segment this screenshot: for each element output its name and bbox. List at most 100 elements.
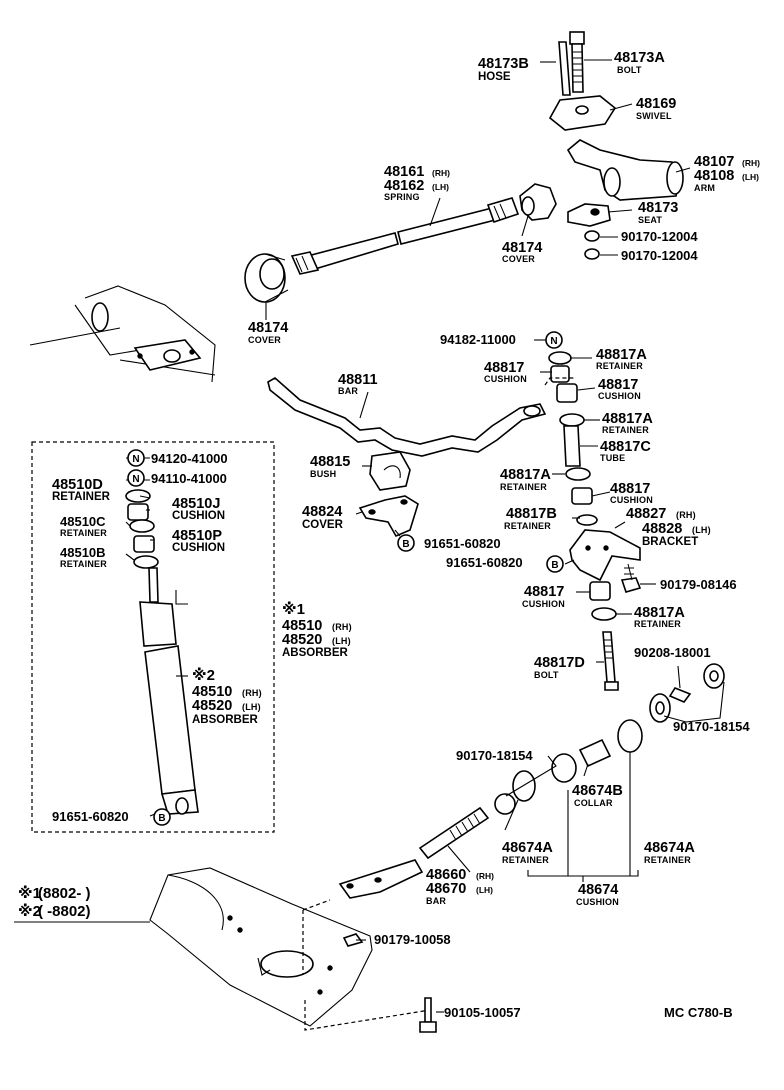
- part-48817d-number: 48817D: [534, 655, 585, 671]
- cushion-group-line: [527, 752, 639, 882]
- part-91651-b1: 91651-60820: [424, 536, 501, 551]
- b-badge-2-text: B: [551, 560, 558, 571]
- part-48108-suffix: (LH): [742, 172, 759, 182]
- part-48173-name: SEAT: [638, 215, 662, 225]
- cover-top-drawing: [519, 183, 557, 221]
- strut-bar-drawing: [338, 806, 490, 899]
- part-90170-18154-b: 90170-18154: [673, 719, 750, 734]
- lower-cushions-drawing: [494, 693, 671, 815]
- bolt-90105-drawing: [419, 997, 437, 1033]
- part-48817c-name: TUBE: [600, 453, 625, 463]
- bush-drawing: [369, 451, 411, 491]
- part-48173-number: 48173: [638, 200, 678, 216]
- part-48674a-left-name: RETAINER: [502, 855, 549, 865]
- n-badge-94182: [545, 331, 563, 349]
- arm-drawing: [566, 139, 684, 201]
- part-94110-number: 94110-41000: [151, 471, 227, 486]
- part-48824-name: COVER: [302, 519, 344, 531]
- part-48173a-number: 48173A: [614, 50, 665, 66]
- part-48674a-left-number: 48674A: [502, 840, 553, 856]
- absorber-1-suffix2: (LH): [332, 636, 351, 646]
- nut-90179-08146-drawing: [620, 563, 642, 593]
- n-badge-94110-text: N: [132, 474, 139, 485]
- part-48817b-name: RETAINER: [504, 521, 551, 531]
- part-48108-number: 48108: [694, 168, 734, 184]
- part-48817c-number: 48817C: [600, 439, 651, 455]
- part-48107-name: ARM: [694, 183, 715, 193]
- part-48827-name: BRACKET: [642, 536, 698, 548]
- part-48815-name: BUSH: [310, 469, 336, 479]
- part-48817a-1-name: RETAINER: [596, 361, 643, 371]
- part-48817-4-number: 48817: [524, 584, 564, 600]
- part-48510p-number: 48510P: [172, 528, 222, 544]
- n-badge-94120: [127, 449, 145, 467]
- part-94120-number: 94120-41000: [151, 451, 228, 466]
- part-48674a-right-number: 48674A: [644, 840, 695, 856]
- part-48173b-number: 48173B: [478, 56, 529, 72]
- part-48660-suffix: (RH): [476, 871, 494, 881]
- note-1-range: (8802- ): [38, 885, 91, 902]
- part-90170-18154-a: 90170-18154: [456, 748, 533, 763]
- absorber-1-suffix: (RH): [332, 622, 352, 632]
- n-badge-94110: [127, 469, 145, 487]
- absorber-2-number: 48510: [192, 684, 232, 700]
- part-48107-suffix: (RH): [742, 158, 760, 168]
- swivel-drawing: [548, 95, 617, 131]
- part-48660-name: BAR: [426, 896, 446, 906]
- part-48674-name: CUSHION: [576, 897, 619, 907]
- part-48174-left-name: COVER: [248, 335, 281, 345]
- part-48811-name: BAR: [338, 386, 358, 396]
- part-90105: 90105-10057: [444, 1005, 521, 1020]
- part-48510p-name: CUSHION: [172, 542, 225, 554]
- nut-90170-12004-drawings: [584, 230, 600, 260]
- link-stack-drawing: [544, 351, 598, 526]
- note-1-mark: ※1: [18, 884, 41, 902]
- part-48824-number: 48824: [302, 504, 342, 520]
- part-48510b-number: 48510B: [60, 545, 106, 560]
- part-48817b-number: 48817B: [506, 506, 557, 522]
- part-48161-name: SPRING: [384, 192, 420, 202]
- part-48817a-4-number: 48817A: [634, 605, 685, 621]
- hose-drawing: [558, 41, 571, 96]
- stabilizer-bar-drawing: [267, 377, 547, 457]
- part-48815-number: 48815: [310, 454, 350, 470]
- part-48173a-name: BOLT: [617, 65, 642, 75]
- part-48828-suffix: (LH): [692, 525, 711, 535]
- part-48670-number: 48670: [426, 881, 466, 897]
- part-48674b-name: COLLAR: [574, 798, 613, 808]
- part-48107-number: 48107: [694, 154, 734, 170]
- part-90179-08146: 90179-08146: [660, 577, 737, 592]
- washer-nut-right-drawing: [668, 663, 725, 703]
- part-48174-left-number: 48174: [248, 320, 288, 336]
- bolt-48173a-drawing: [569, 31, 585, 93]
- part-48670-suffix: (LH): [476, 885, 493, 895]
- part-48161-suffix: (RH): [432, 168, 450, 178]
- part-90179-10058: 90179-10058: [374, 932, 451, 947]
- part-48827-suffix: (RH): [676, 510, 696, 520]
- part-48817a-1-number: 48817A: [596, 347, 647, 363]
- b-badge-1: [397, 534, 415, 552]
- b-badge-2: [546, 555, 564, 573]
- nut-90179-10058-drawing: [342, 933, 364, 947]
- part-48174-top-number: 48174: [502, 240, 542, 256]
- part-48169-number: 48169: [636, 96, 676, 112]
- part-48174-top-name: COVER: [502, 254, 535, 264]
- b-badge-3-text: B: [158, 813, 165, 824]
- bracket-drawing: [569, 529, 641, 582]
- n-badge-94182-text: N: [550, 336, 557, 347]
- b-badge-3: [153, 808, 171, 826]
- part-48510b-name: RETAINER: [60, 559, 107, 569]
- part-48817a-2-number: 48817A: [602, 411, 653, 427]
- note-2-mark: ※2: [18, 902, 41, 920]
- b-badge-1-text: B: [402, 539, 409, 550]
- absorber-1-name: ABSORBER: [282, 647, 349, 659]
- part-91651-b2: 91651-60820: [446, 555, 523, 570]
- lower-frame-drawing: [149, 867, 431, 1031]
- absorber-detail-box: [31, 441, 275, 833]
- part-48162-suffix: (LH): [432, 182, 449, 192]
- absorber-1-number2: 48520: [282, 632, 322, 648]
- part-48817-2-number: 48817: [598, 377, 638, 393]
- part-48674-number: 48674: [578, 882, 618, 898]
- part-48162-number: 48162: [384, 178, 424, 194]
